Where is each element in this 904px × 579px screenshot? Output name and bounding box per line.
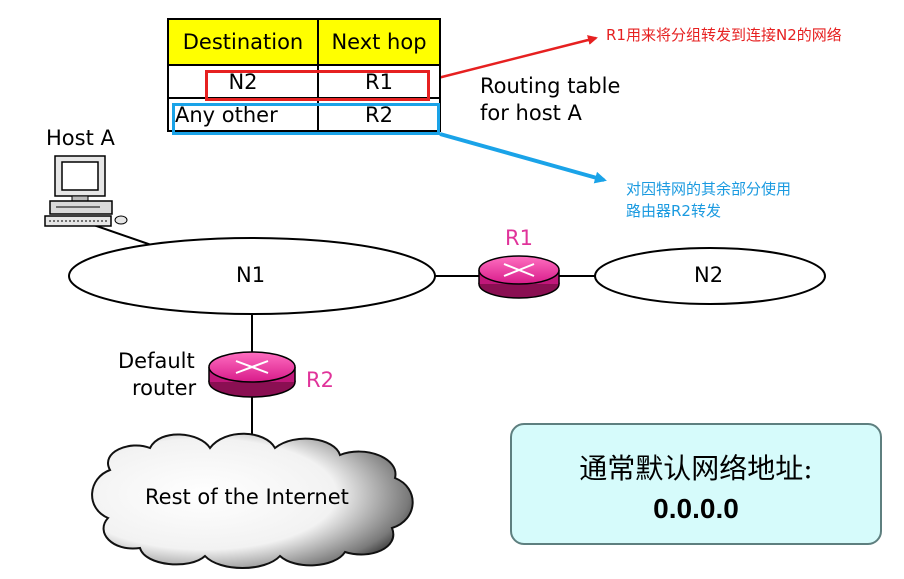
routing-table-header-row: Destination Next hop (167, 18, 441, 66)
n1-label: N1 (236, 263, 266, 287)
highlight-row-n2 (205, 70, 430, 101)
network-n1 (68, 237, 436, 315)
router-r1-icon (478, 255, 560, 299)
red-annotation: R1用来将分组转发到连接N2的网络 (606, 26, 842, 44)
header-next-hop: Next hop (317, 18, 441, 66)
host-a-label: Host A (46, 126, 115, 150)
network-n2 (594, 247, 826, 305)
internet-label: Rest of the Internet (145, 485, 349, 509)
n2-label: N2 (694, 263, 724, 287)
red-arrow (429, 35, 598, 82)
callout-title: 通常默认网络地址: (579, 452, 813, 485)
default-address-callout: 通常默认网络地址: 0.0.0.0 (510, 423, 882, 545)
header-destination: Destination (167, 18, 319, 66)
highlight-row-any-other (172, 103, 440, 135)
default-router-label-line2: router (132, 376, 197, 400)
router-r2-icon (208, 351, 296, 398)
r2-label: R2 (306, 368, 334, 392)
routing-table-caption-line2: for host A (480, 101, 582, 125)
computer-icon (44, 155, 128, 227)
r1-label: R1 (505, 226, 533, 250)
blue-annotation-line2: 路由器R2转发 (626, 202, 721, 220)
default-router-label-line1: Default (118, 349, 195, 373)
blue-annotation-line1: 对因特网的其余部分使用 (626, 180, 792, 198)
routing-table-caption-line1: Routing table (480, 74, 621, 98)
blue-arrow (439, 132, 607, 184)
callout-address: 0.0.0.0 (653, 493, 739, 524)
cloud-icon (91, 432, 414, 569)
blue-annotation: 对因特网的其余部分使用 路由器R2转发 (626, 178, 846, 222)
routing-table: Destination Next hop N2 R1 Any other R2 (167, 18, 441, 132)
